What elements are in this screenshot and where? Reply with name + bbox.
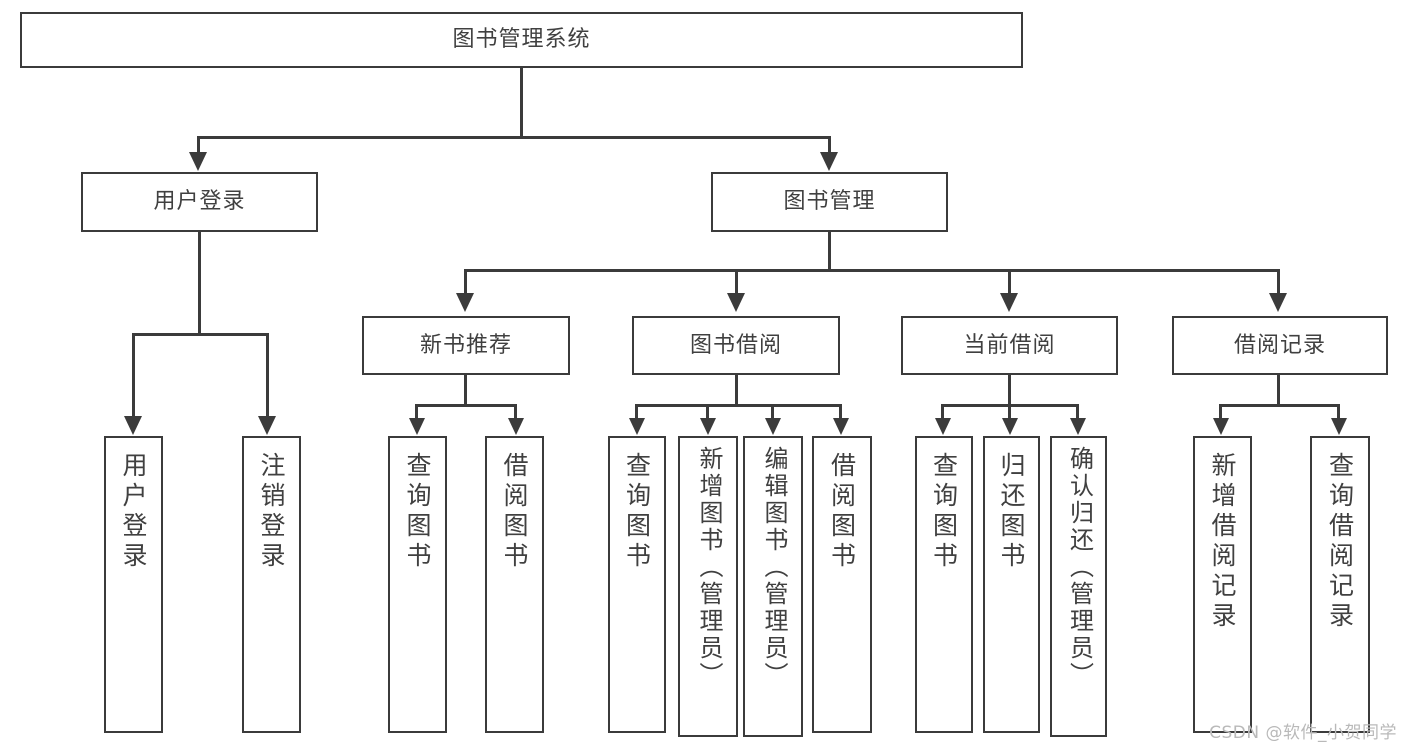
connector-cb-drop-3 — [1076, 404, 1079, 420]
node-label: 编辑图书（管理员） — [759, 446, 788, 689]
connector-book-management-bus — [464, 269, 1280, 272]
arrow-to-leaf-nbr-2 — [508, 418, 524, 435]
connector-bb-drop-3 — [771, 404, 774, 420]
connector-book-management-stem — [828, 232, 831, 272]
connector-bb-drop-2 — [706, 404, 709, 420]
node-label: 图书管理 — [783, 189, 876, 215]
connector-br-bus — [1219, 404, 1340, 407]
leaf-nbr-query-book[interactable]: 查询图书 — [388, 436, 447, 733]
arrow-to-book-management — [820, 152, 838, 171]
leaf-cb-return-book[interactable]: 归还图书 — [983, 436, 1040, 733]
node-current-borrow[interactable]: 当前借阅 — [901, 316, 1118, 375]
node-label: 新书推荐 — [419, 332, 512, 358]
connector-bb-stem — [735, 375, 738, 406]
node-label: 新增图书（管理员） — [694, 446, 723, 689]
node-label: 归还图书 — [997, 452, 1026, 572]
node-label: 借阅图书 — [827, 452, 857, 572]
node-label: 图书管理系统 — [452, 27, 591, 53]
leaf-logout[interactable]: 注销登录 — [242, 436, 301, 733]
arrow-to-leaf-br-2 — [1331, 418, 1347, 435]
node-label: 查询图书 — [622, 452, 652, 572]
node-label: 借阅图书 — [500, 452, 529, 572]
node-label: 查询图书 — [929, 452, 959, 572]
node-label: 确认归还（管理员） — [1065, 446, 1094, 689]
node-borrow-record[interactable]: 借阅记录 — [1172, 316, 1388, 375]
node-label: 查询图书 — [403, 452, 432, 572]
connector-user-login-stem — [198, 232, 201, 335]
connector-user-login-bus — [132, 333, 269, 336]
watermark-text: CSDN @软件_小贺同学 — [1209, 723, 1397, 743]
arrow-to-leaf-bb-4 — [833, 418, 849, 435]
connector-bm-drop-1 — [464, 269, 467, 295]
node-book-borrow[interactable]: 图书借阅 — [632, 316, 840, 375]
node-label: 当前借阅 — [963, 332, 1056, 358]
arrow-to-leaf-cb-1 — [935, 418, 951, 435]
connector-user-login-drop-1 — [132, 333, 135, 418]
node-label: 用户登录 — [153, 189, 246, 215]
connector-nbr-stem — [464, 375, 467, 406]
arrow-to-current-borrow — [1000, 293, 1018, 312]
node-label: 借阅记录 — [1233, 332, 1326, 358]
node-label: 查询借阅记录 — [1325, 452, 1355, 632]
node-label: 新增借阅记录 — [1208, 452, 1237, 632]
connector-br-drop-2 — [1337, 404, 1340, 420]
connector-root-drop-right — [828, 136, 831, 154]
leaf-nbr-borrow-book[interactable]: 借阅图书 — [485, 436, 544, 733]
node-book-management[interactable]: 图书管理 — [711, 172, 948, 232]
connector-root-drop-left — [197, 136, 200, 154]
connector-bm-drop-3 — [1008, 269, 1011, 295]
arrow-to-leaf-bb-1 — [629, 418, 645, 435]
connector-bb-bus — [635, 404, 842, 407]
arrow-to-new-book-recommend — [456, 293, 474, 312]
leaf-bb-add-book-admin[interactable]: 新增图书（管理员） — [678, 436, 738, 737]
connector-bm-drop-4 — [1277, 269, 1280, 295]
arrow-to-leaf-cb-2 — [1002, 418, 1018, 435]
connector-nbr-drop-2 — [514, 404, 517, 420]
node-label: 用户登录 — [119, 452, 148, 572]
node-new-book-recommend[interactable]: 新书推荐 — [362, 316, 570, 375]
leaf-br-query-record[interactable]: 查询借阅记录 — [1310, 436, 1370, 733]
leaf-bb-query-book[interactable]: 查询图书 — [608, 436, 666, 733]
arrow-to-leaf-nbr-1 — [409, 418, 425, 435]
connector-br-drop-1 — [1219, 404, 1222, 420]
connector-bb-drop-4 — [839, 404, 842, 420]
connector-br-stem — [1277, 375, 1280, 406]
arrow-to-leaf-logout — [258, 416, 276, 435]
connector-cb-drop-2 — [1008, 404, 1011, 420]
leaf-cb-confirm-return-admin[interactable]: 确认归还（管理员） — [1050, 436, 1107, 737]
connector-root-stem — [520, 68, 523, 138]
leaf-cb-query-book[interactable]: 查询图书 — [915, 436, 973, 733]
leaf-bb-borrow-book[interactable]: 借阅图书 — [812, 436, 872, 733]
leaf-bb-edit-book-admin[interactable]: 编辑图书（管理员） — [743, 436, 803, 737]
arrow-to-leaf-br-1 — [1213, 418, 1229, 435]
arrow-to-leaf-bb-3 — [765, 418, 781, 435]
arrow-to-leaf-cb-3 — [1070, 418, 1086, 435]
connector-cb-drop-1 — [941, 404, 944, 420]
arrow-to-user-login — [189, 152, 207, 171]
arrow-to-borrow-record — [1269, 293, 1287, 312]
node-root-book-management-system[interactable]: 图书管理系统 — [20, 12, 1023, 68]
node-label: 注销登录 — [257, 452, 286, 572]
connector-nbr-drop-1 — [415, 404, 418, 420]
connector-bb-drop-1 — [635, 404, 638, 420]
connector-nbr-bus — [415, 404, 517, 407]
leaf-br-add-record[interactable]: 新增借阅记录 — [1193, 436, 1252, 733]
arrow-to-book-borrow — [727, 293, 745, 312]
leaf-user-login[interactable]: 用户登录 — [104, 436, 163, 733]
connector-cb-stem — [1008, 375, 1011, 406]
node-label: 图书借阅 — [689, 332, 782, 358]
connector-root-bus — [197, 136, 831, 139]
connector-user-login-drop-2 — [266, 333, 269, 418]
connector-bm-drop-2 — [735, 269, 738, 295]
arrow-to-leaf-user-login — [124, 416, 142, 435]
node-user-login[interactable]: 用户登录 — [81, 172, 318, 232]
arrow-to-leaf-bb-2 — [700, 418, 716, 435]
